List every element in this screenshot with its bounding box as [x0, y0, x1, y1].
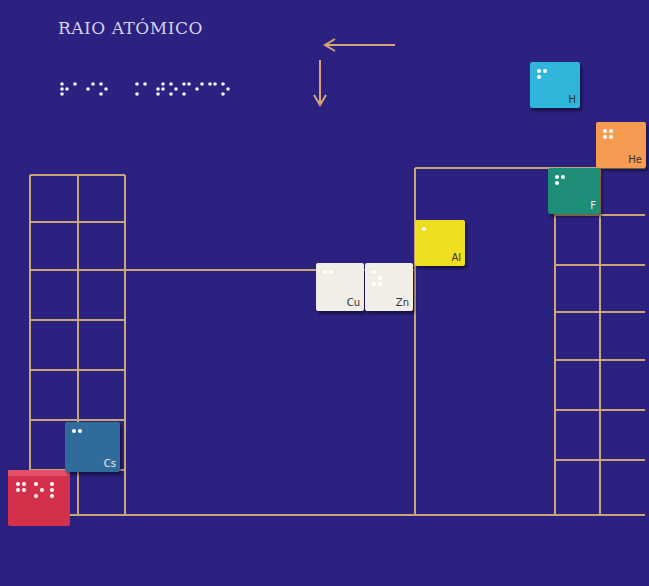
direction-arrows [314, 39, 395, 105]
element-cube: Cs [65, 422, 120, 472]
red-cube [8, 470, 70, 526]
element-symbol: Cu [347, 297, 360, 308]
element-symbol: Zn [396, 297, 409, 308]
element-cube: Cu [316, 263, 364, 311]
element-symbol: F [590, 200, 596, 211]
braille-dots [60, 82, 230, 96]
element-symbol: Cs [104, 458, 116, 469]
element-symbol: Al [451, 252, 461, 263]
element-cube: Al [415, 220, 465, 266]
element-cube: H [530, 62, 580, 108]
element-symbol: H [568, 94, 576, 105]
board-title: RAIO ATÓMICO [58, 18, 203, 38]
element-cube: Zn [365, 263, 413, 311]
element-cube: He [596, 122, 646, 168]
element-cube: F [548, 168, 600, 214]
element-symbol: He [628, 154, 642, 165]
